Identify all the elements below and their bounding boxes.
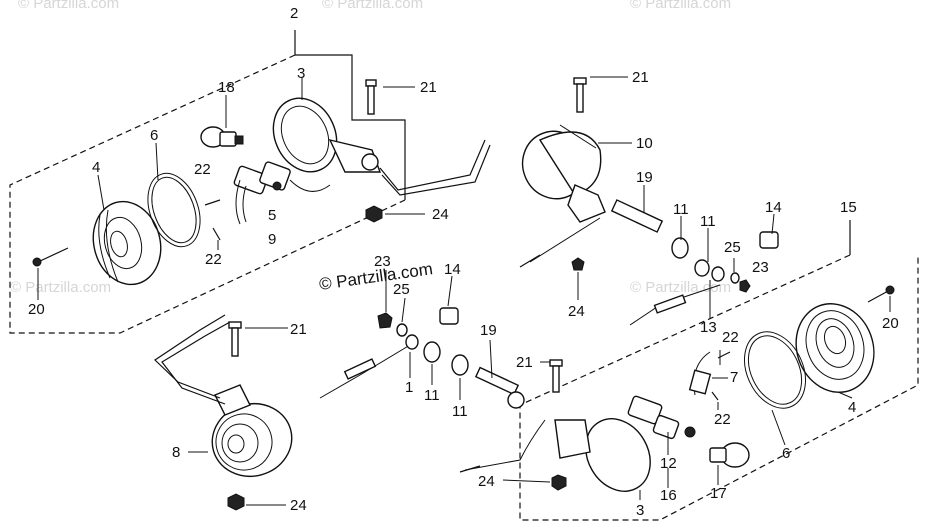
bolt-part-21b <box>573 77 587 113</box>
callout-21: 21 <box>290 321 307 338</box>
callout-21: 21 <box>516 354 533 371</box>
bolt-part-21d <box>228 321 242 357</box>
nut-part-24a <box>365 205 383 223</box>
callout-19: 19 <box>480 322 497 339</box>
watermark: © Partzilla.com <box>630 0 731 12</box>
callout-25: 25 <box>393 281 410 298</box>
lens-part-4a <box>92 200 162 286</box>
screw-part-20b <box>867 285 895 303</box>
callout-14: 14 <box>444 261 461 278</box>
callout-7: 7 <box>730 369 738 386</box>
callout-11: 11 <box>673 201 689 218</box>
screw-part-20a <box>32 247 69 267</box>
callout-16: 16 <box>660 487 677 504</box>
watermark: © Partzilla.com <box>10 279 111 296</box>
callout-10: 10 <box>636 135 653 152</box>
callout-14: 14 <box>765 199 782 216</box>
screw-part-22a <box>204 199 221 206</box>
socket-part-14b <box>439 307 459 325</box>
callout-17: 17 <box>710 485 727 502</box>
callout-25: 25 <box>724 239 741 256</box>
watermark: © Partzilla.com <box>322 0 423 12</box>
callout-11: 11 <box>424 387 440 404</box>
callout-11: 11 <box>452 403 468 420</box>
stem-wire-upper-left <box>289 139 491 196</box>
callout-13: 13 <box>700 319 717 336</box>
stem-wire-lower-left <box>154 314 231 405</box>
callout-24: 24 <box>478 473 495 490</box>
nut-part-24b <box>571 257 585 271</box>
gasket-part-6a <box>147 172 201 248</box>
assembly-15-boundary <box>519 220 919 521</box>
socket-part-14a <box>759 231 779 249</box>
assembly-2-boundary <box>9 30 406 334</box>
housing-part-8 <box>211 384 293 477</box>
socket-part-5 <box>233 161 291 225</box>
bolt-part-21c <box>549 359 563 393</box>
nut-part-11b <box>694 259 725 282</box>
washer-part-25a <box>730 272 740 284</box>
callout-12: 12 <box>660 455 677 472</box>
callout-22: 22 <box>205 251 222 268</box>
callout-15: 15 <box>840 199 857 216</box>
callout-labels: 2 3 18 21 6 4 22 5 9 22 24 20 21 10 19 1… <box>28 5 899 519</box>
callout-24: 24 <box>568 303 585 320</box>
callout-22: 22 <box>194 161 211 178</box>
watermark: © Partzilla.com <box>18 0 119 12</box>
housing-part-3a <box>272 97 381 173</box>
nut-part-11c <box>423 341 441 363</box>
callout-22: 22 <box>714 411 731 428</box>
callout-22: 22 <box>722 329 739 346</box>
nut-part-24d <box>227 493 245 511</box>
callout-23: 23 <box>374 253 391 270</box>
cable-part-13 <box>629 284 721 326</box>
callout-11: 11 <box>700 213 716 230</box>
callout-24: 24 <box>432 206 449 223</box>
watermark: © Partzilla.com <box>630 279 731 296</box>
callout-9: 9 <box>268 231 276 248</box>
housing-part-3b <box>459 418 651 492</box>
bulb-part-18a <box>200 126 244 148</box>
stem-part-19b <box>474 366 525 409</box>
callout-20: 20 <box>882 315 899 332</box>
cable-part-1 <box>319 334 419 399</box>
callout-6: 6 <box>150 127 158 144</box>
nut-part-23b <box>377 312 393 329</box>
callout-18: 18 <box>218 79 235 96</box>
callout-3: 3 <box>297 65 305 82</box>
leader-lines <box>37 76 891 506</box>
screw-part-22b <box>212 227 221 241</box>
callout-20: 20 <box>28 301 45 318</box>
gasket-part-6b <box>744 331 806 409</box>
callout-19: 19 <box>636 169 653 186</box>
housing-part-10 <box>521 124 606 223</box>
bolt-part-21a <box>365 79 377 115</box>
callout-5: 5 <box>268 207 276 224</box>
callout-1: 1 <box>405 379 413 396</box>
callout-4: 4 <box>92 159 100 176</box>
callout-4: 4 <box>848 399 856 416</box>
lens-part-4b <box>795 303 875 393</box>
nut-part-23a <box>739 279 751 293</box>
callout-23: 23 <box>752 259 769 276</box>
callout-8: 8 <box>172 444 180 461</box>
callout-21: 21 <box>632 69 649 86</box>
callout-2: 2 <box>290 5 298 22</box>
callout-24: 24 <box>290 497 307 514</box>
washer-part-25b <box>396 323 408 337</box>
screw-part-22d <box>711 391 719 401</box>
socket-part-12 <box>627 351 712 440</box>
callout-3: 3 <box>636 502 644 519</box>
nut-part-24c <box>551 474 567 491</box>
bulb-part-17 <box>709 442 750 468</box>
callout-6: 6 <box>782 445 790 462</box>
nut-part-11d <box>451 354 469 376</box>
callout-21: 21 <box>420 79 437 96</box>
stem-part-19a <box>519 199 664 268</box>
nut-part-11a <box>671 237 689 259</box>
